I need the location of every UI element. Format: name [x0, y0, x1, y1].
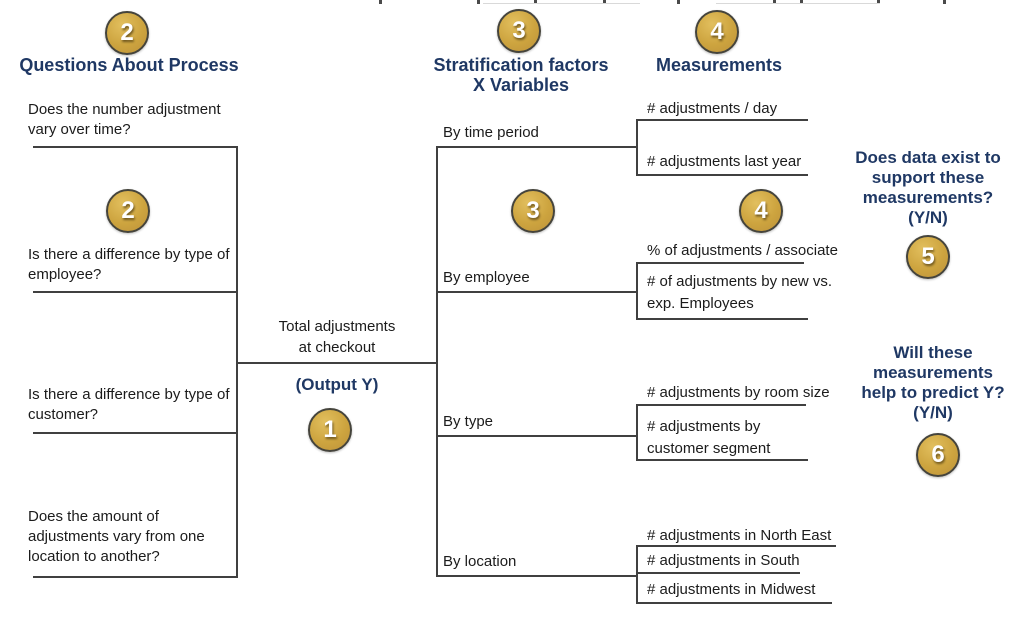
badge-data-exists: 5	[906, 235, 950, 279]
badge-stratification-top: 3	[497, 9, 541, 53]
stratification-header-line2: X Variables	[472, 75, 570, 95]
clipped-text-fragment	[677, 0, 680, 4]
measurements-header: Measurements	[655, 55, 783, 75]
prompt-line: help to predict Y?	[861, 383, 1005, 402]
clipped-text-fragment	[773, 0, 776, 4]
connector-factor3-underline	[436, 435, 638, 437]
stratification-header: Stratification factors X Variables	[421, 55, 621, 95]
output-node-label: Total adjustments at checkout	[237, 316, 437, 358]
output-y-label: (Output Y)	[295, 375, 379, 394]
connector-question1-underline	[33, 146, 237, 148]
connector-bracket-employee	[636, 262, 638, 320]
question-type-of-employee: Is there a difference by type of employe…	[28, 245, 243, 285]
question-line: Is there a difference by type of	[28, 386, 230, 403]
connector-measurement2-underline	[636, 174, 808, 176]
connector-measurement5-underline	[636, 404, 806, 406]
factor-by-type: By type	[443, 413, 494, 430]
output-line: Total adjustments	[278, 318, 396, 335]
measurement-line: # adjustments by	[647, 418, 761, 435]
prompt-line: (Y/N)	[908, 208, 948, 227]
connector-factor1-underline	[436, 146, 638, 148]
connector-question4-underline	[33, 576, 237, 578]
badge-measurements-top: 4	[695, 10, 739, 54]
question-location-variation: Does the amount of adjustments vary from…	[28, 507, 243, 567]
connector-question3-underline	[33, 432, 237, 434]
connector-output-underline	[236, 362, 438, 364]
questions-header: Questions About Process	[19, 55, 239, 75]
connector-measurement7-underline	[636, 545, 836, 547]
clipped-text-fragment	[477, 0, 480, 4]
prompt-line: support these	[871, 168, 985, 187]
clipped-text-hairline	[483, 3, 640, 4]
connector-measurement4-underline	[636, 318, 808, 320]
factor-by-employee: By employee	[443, 269, 530, 286]
connector-measurement9-underline	[636, 602, 832, 604]
measurement-line: customer segment	[647, 440, 771, 457]
connector-question2-underline	[33, 291, 237, 293]
clipped-text-hairline	[716, 3, 880, 4]
question-line: Is there a difference by type of	[28, 246, 230, 263]
connector-middle-stem	[436, 146, 438, 577]
measurement-line: # of adjustments by new vs.	[647, 273, 833, 290]
badge-questions-mid: 2	[106, 189, 150, 233]
clipped-text-fragment	[603, 0, 606, 4]
measurement-customer-segment: # adjustments by customer segment	[647, 416, 867, 460]
clipped-text-fragment	[943, 0, 946, 4]
question-line: Does the amount of	[28, 508, 159, 525]
measurement-adjustments-per-day: # adjustments / day	[647, 100, 778, 117]
factor-by-location: By location	[443, 553, 517, 570]
question-line: location to another?	[28, 548, 160, 565]
output-line: at checkout	[298, 339, 376, 356]
connector-measurement3-underline	[636, 262, 804, 264]
measurement-north-east: # adjustments in North East	[647, 527, 832, 544]
badge-questions-top: 2	[105, 11, 149, 55]
clipped-text-fragment	[534, 0, 537, 4]
question-line: adjustments vary from one	[28, 528, 205, 545]
prompt-line: measurements	[872, 363, 993, 382]
prompt-line: (Y/N)	[913, 403, 953, 422]
prompt-line: Does data exist to	[855, 148, 1001, 167]
measurement-new-vs-exp: # of adjustments by new vs. exp. Employe…	[647, 271, 867, 315]
question-line: vary over time?	[28, 121, 131, 138]
factor-by-time-period: By time period	[443, 124, 539, 141]
badge-measurements-mid: 4	[739, 189, 783, 233]
stratification-header-line1: Stratification factors	[433, 55, 609, 75]
connector-factor2-underline	[436, 291, 638, 293]
connector-factor4-underline	[436, 575, 638, 577]
connector-bracket-time	[636, 119, 638, 176]
measurement-midwest: # adjustments in Midwest	[647, 581, 816, 598]
measurement-adjustments-last-year: # adjustments last year	[647, 153, 802, 170]
prompt-predict-y: Will these measurements help to predict …	[838, 343, 1024, 423]
badge-stratification-mid: 3	[511, 189, 555, 233]
question-line: employee?	[28, 266, 102, 283]
clipped-text-fragment	[877, 0, 880, 4]
question-vary-over-time: Does the number adjustment vary over tim…	[28, 100, 243, 140]
question-line: customer?	[28, 406, 99, 423]
connector-bracket-location	[636, 545, 638, 604]
prompt-data-exists: Does data exist to support these measure…	[833, 148, 1023, 228]
question-type-of-customer: Is there a difference by type of custome…	[28, 385, 243, 425]
badge-predict: 6	[916, 433, 960, 477]
question-line: Does the number adjustment	[28, 101, 221, 118]
connector-bracket-type	[636, 404, 638, 461]
prompt-line: measurements?	[862, 188, 994, 207]
clipped-text-fragment	[379, 0, 382, 4]
connector-measurement8-underline	[636, 572, 800, 574]
measurement-pct-per-associate: % of adjustments / associate	[647, 242, 838, 259]
measurement-line: exp. Employees	[647, 295, 754, 312]
badge-output: 1	[308, 408, 352, 452]
connector-measurement6-underline	[636, 459, 808, 461]
measurement-by-room-size: # adjustments by room size	[647, 384, 830, 401]
clipped-text-fragment	[800, 0, 803, 4]
measurement-south: # adjustments in South	[647, 552, 800, 569]
prompt-line: Will these	[893, 343, 973, 362]
connector-measurement1-underline	[636, 119, 808, 121]
